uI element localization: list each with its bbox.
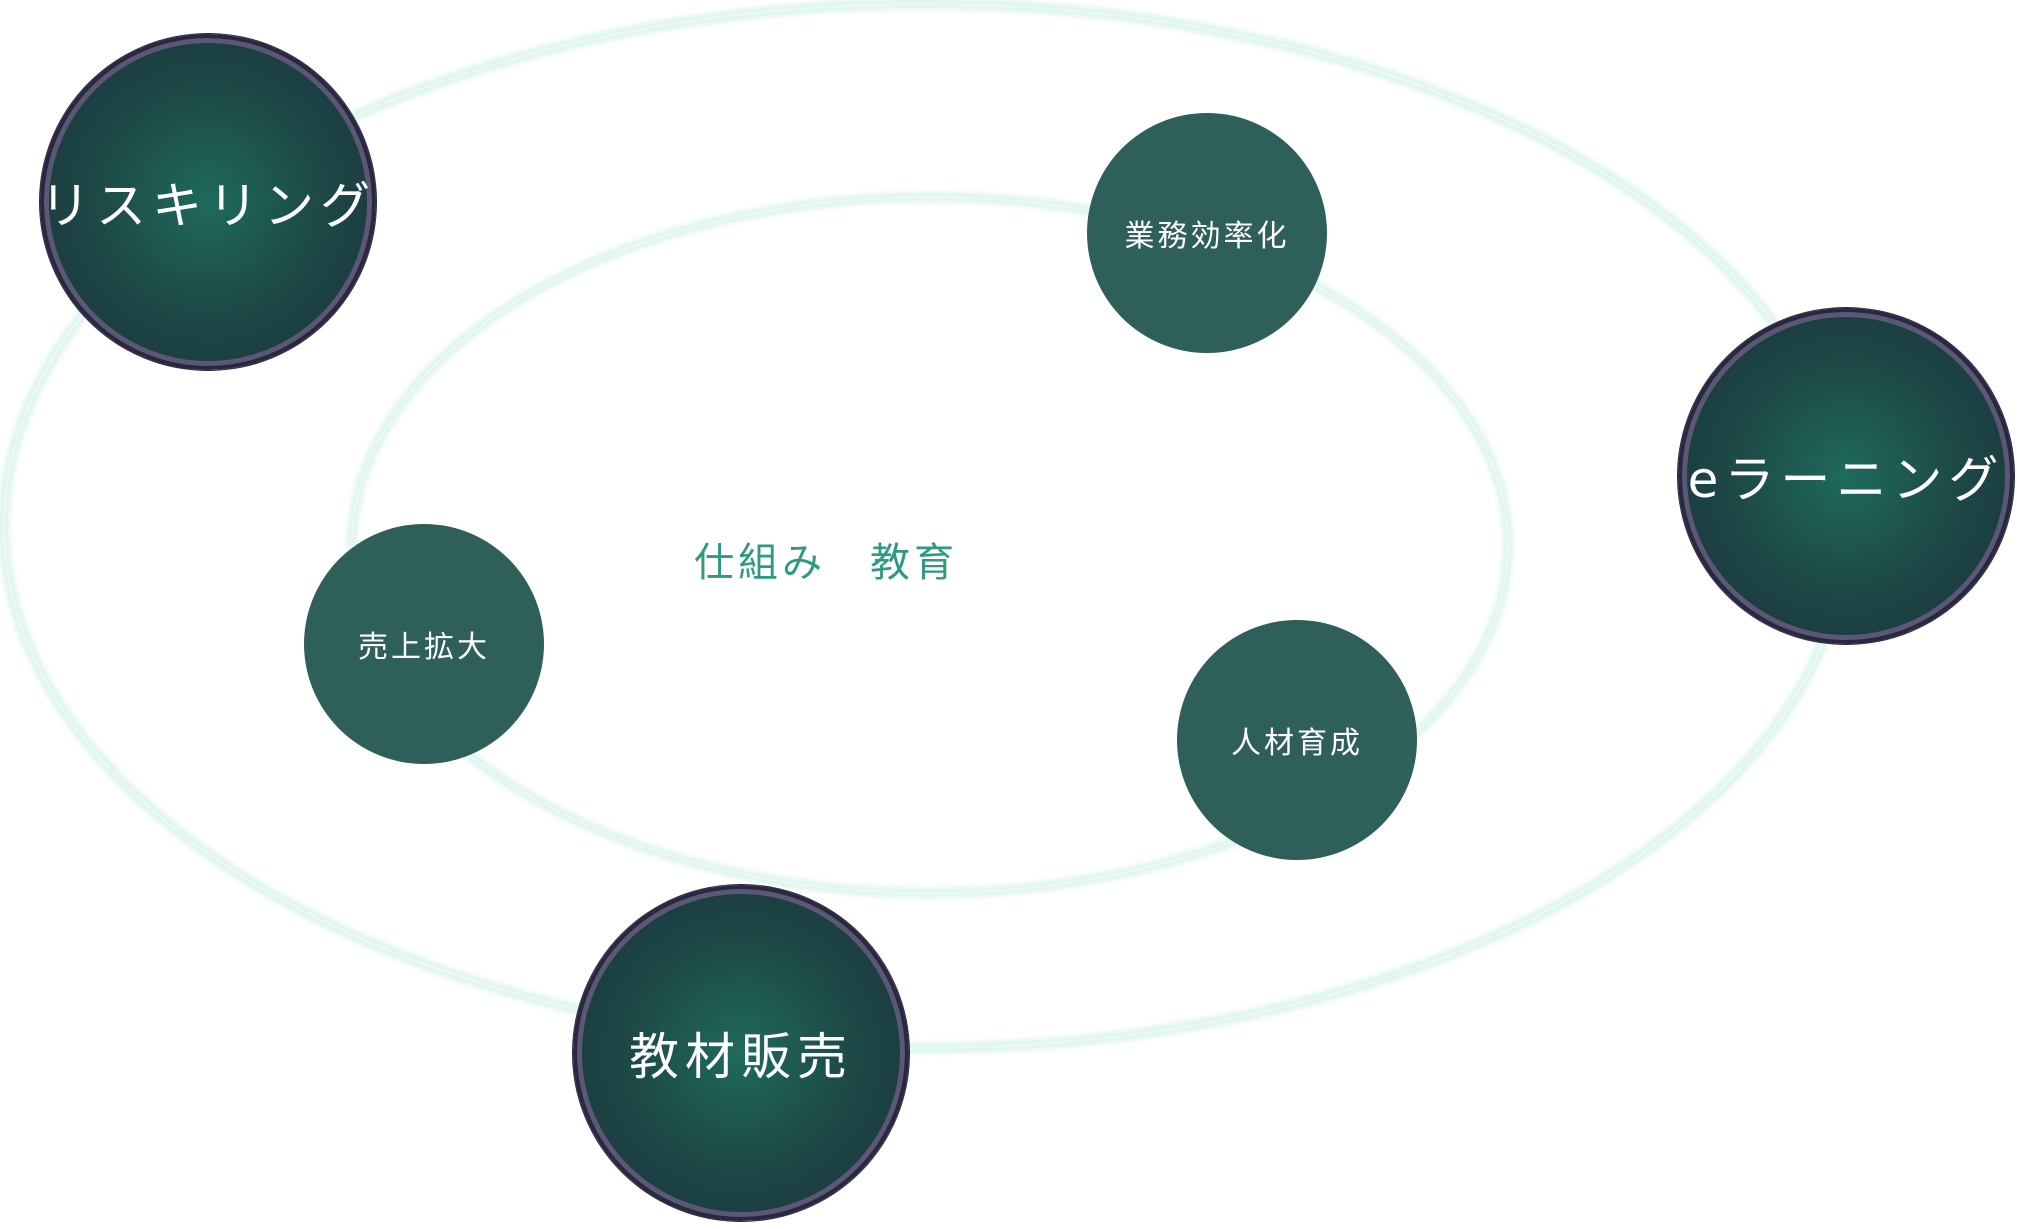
node-talent-label: 人材育成: [1231, 726, 1363, 761]
node-materials: 教材販売: [573, 885, 909, 1221]
inner-orbit: [347, 192, 1513, 898]
node-sales: 売上拡大: [304, 524, 544, 764]
node-reskilling: リスキリング: [40, 34, 376, 370]
node-reskilling-label: リスキリング: [40, 177, 376, 235]
node-efficiency-label: 業務効率化: [1124, 219, 1290, 254]
node-sales-label: 売上拡大: [358, 630, 490, 665]
node-efficiency: 業務効率化: [1087, 113, 1327, 353]
node-elearning: eラーニング: [1678, 308, 2014, 644]
node-materials-label: 教材販売: [629, 1028, 853, 1086]
node-elearning-label: eラーニング: [1687, 451, 2005, 509]
center-label: 仕組み 教育: [694, 540, 958, 586]
node-talent: 人材育成: [1177, 620, 1417, 860]
